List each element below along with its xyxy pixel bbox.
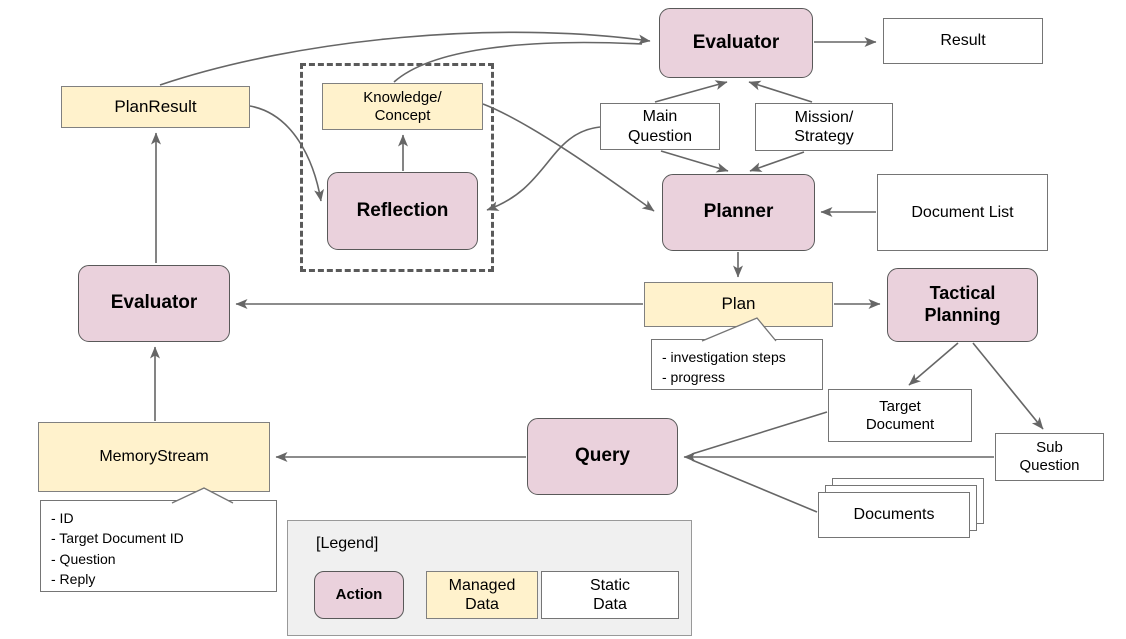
node-memorystream: MemoryStream bbox=[38, 422, 270, 492]
node-plan: Plan bbox=[644, 282, 833, 327]
node-documents: Documents bbox=[818, 492, 970, 538]
node-planresult: PlanResult bbox=[61, 86, 250, 128]
node-evaluator-top: Evaluator bbox=[659, 8, 813, 78]
node-sub-question: Sub Question bbox=[995, 433, 1104, 481]
edge-tactical-to-subquestion bbox=[972, 342, 1044, 430]
legend-action-swatch: Action bbox=[314, 571, 404, 619]
memorystream-note-callout: - ID - Target Document ID - Question - R… bbox=[40, 500, 277, 592]
legend-static-data-swatch: Static Data bbox=[541, 571, 679, 619]
node-tactical-planning: Tactical Planning bbox=[887, 268, 1038, 342]
node-main-question: Main Question bbox=[600, 103, 720, 150]
plan-note-callout: - investigation steps - progress bbox=[651, 339, 823, 390]
edge-mission-to-planner bbox=[749, 151, 805, 172]
legend-title: [Legend] bbox=[316, 535, 379, 552]
node-target-document: Target Document bbox=[828, 389, 972, 442]
edge-tactical-to-targetdocument bbox=[908, 342, 959, 386]
edge-mission-to-evaluator bbox=[748, 80, 813, 103]
edge-documents-to-query bbox=[691, 459, 818, 513]
node-reflection: Reflection bbox=[327, 172, 478, 250]
node-planner: Planner bbox=[662, 174, 815, 251]
legend: [Legend] Action Managed Data Static Data bbox=[287, 520, 692, 636]
node-mission-strategy: Mission/ Strategy bbox=[755, 103, 893, 151]
node-query: Query bbox=[527, 418, 678, 495]
node-result: Result bbox=[883, 18, 1043, 64]
legend-managed-data-swatch: Managed Data bbox=[426, 571, 538, 619]
edge-targetdocument-to-query bbox=[691, 411, 828, 455]
edge-mainquestion-to-evaluator bbox=[654, 80, 728, 103]
node-knowledge-concept: Knowledge/ Concept bbox=[322, 83, 483, 130]
node-evaluator-left: Evaluator bbox=[78, 265, 230, 342]
node-document-list: Document List bbox=[877, 174, 1048, 251]
edge-mainquestion-to-planner bbox=[660, 150, 729, 173]
edge-mainquestion-to-reflection bbox=[486, 126, 601, 211]
